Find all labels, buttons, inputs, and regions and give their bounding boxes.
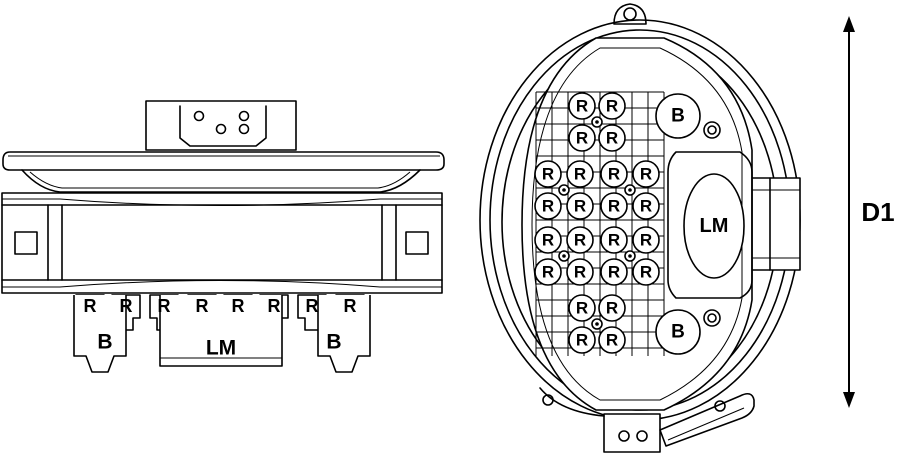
- r-label-front: R: [640, 197, 652, 216]
- clip-hole: [618, 430, 630, 442]
- r-port-front: [534, 226, 562, 254]
- r-label-front: R: [640, 231, 652, 250]
- dimension-d1: D1: [843, 16, 895, 408]
- r-port-front: [632, 160, 660, 188]
- r-label-front: R: [574, 263, 586, 282]
- r-port-front: [600, 192, 628, 220]
- r-label-front: R: [608, 197, 620, 216]
- lm-port: [683, 173, 745, 279]
- r-port-front: [534, 258, 562, 286]
- r-port-front: [600, 160, 628, 188]
- r-label-front: R: [608, 263, 620, 282]
- r-port-front: [568, 124, 596, 152]
- hanging-eye: [613, 3, 647, 25]
- bracket-hole: [215, 123, 227, 135]
- side-latch: [14, 231, 38, 255]
- r-label-front: R: [606, 129, 618, 148]
- b-label-front-top: B: [671, 106, 685, 127]
- r-label-side: R: [120, 296, 133, 316]
- r-label-front: R: [606, 299, 618, 318]
- r-label-front: R: [542, 197, 554, 216]
- lm-label-side: LM: [206, 337, 236, 360]
- lm-slot-frame: [667, 151, 753, 299]
- b-port-left: [73, 295, 127, 373]
- body-band: [1, 192, 443, 294]
- r-port-front: [632, 258, 660, 286]
- r-port-front: [566, 192, 594, 220]
- r-port-front: [598, 124, 626, 152]
- r-port-front: [566, 160, 594, 188]
- b-port-bottom: [655, 309, 701, 355]
- lm-port-housing: [159, 295, 283, 367]
- r-label-side: R: [196, 296, 209, 316]
- clip-hole: [636, 430, 648, 442]
- r-label-front: R: [542, 263, 554, 282]
- b-label-side-right: B: [326, 331, 341, 354]
- r-label-front: R: [606, 97, 618, 116]
- r-port-front: [632, 192, 660, 220]
- r-label-side: R: [158, 296, 171, 316]
- r-label-side: R: [344, 296, 357, 316]
- r-label-side: R: [232, 296, 245, 316]
- r-port-front: [632, 226, 660, 254]
- r-label-front: R: [576, 331, 588, 350]
- r-port-front: [600, 226, 628, 254]
- r-label-front: R: [576, 299, 588, 318]
- bracket-plate: [179, 105, 267, 147]
- r-label-front: R: [640, 165, 652, 184]
- r-port-front: [598, 92, 626, 120]
- r-label-front: R: [608, 165, 620, 184]
- lm-label-front: LM: [700, 215, 729, 237]
- r-label-front: R: [576, 129, 588, 148]
- r-port-front: [568, 294, 596, 322]
- bracket-hole: [238, 110, 250, 122]
- r-port-front: [566, 226, 594, 254]
- side-view: B B LM R R R R R R R R: [1, 100, 445, 373]
- r-label-front: R: [608, 231, 620, 250]
- bracket-hole: [238, 123, 250, 135]
- r-port-front: [600, 258, 628, 286]
- bracket-hole: [193, 110, 205, 122]
- r-label-side: R: [84, 296, 97, 316]
- side-latch: [405, 231, 429, 255]
- r-port-front: [566, 258, 594, 286]
- arrow-down: [843, 392, 855, 408]
- r-label-front: R: [542, 165, 554, 184]
- r-label-front: R: [542, 231, 554, 250]
- arrow-up: [843, 16, 855, 32]
- r-label-side: R: [268, 296, 281, 316]
- r-port-front: [568, 92, 596, 120]
- top-bracket: [145, 100, 297, 151]
- r-label-front: R: [574, 231, 586, 250]
- r-port-front: [568, 326, 596, 354]
- b-port-top: [655, 93, 701, 139]
- r-label-front: R: [574, 165, 586, 184]
- r-port-front: [598, 294, 626, 322]
- r-port-front: [598, 326, 626, 354]
- bottom-clip: [603, 413, 661, 453]
- r-label-front: R: [640, 263, 652, 282]
- lid-skirt: [21, 169, 421, 193]
- r-label-front: R: [576, 97, 588, 116]
- b-label-front-bottom: B: [671, 322, 685, 343]
- r-port-front: [534, 192, 562, 220]
- b-port-right: [317, 295, 371, 373]
- dimension-label: D1: [861, 197, 894, 227]
- r-label-front: R: [574, 197, 586, 216]
- lid-rim: [2, 151, 445, 171]
- r-port-front: [534, 160, 562, 188]
- r-label-front: R: [606, 331, 618, 350]
- r-label-side: R: [306, 296, 319, 316]
- b-label-side-left: B: [97, 331, 112, 354]
